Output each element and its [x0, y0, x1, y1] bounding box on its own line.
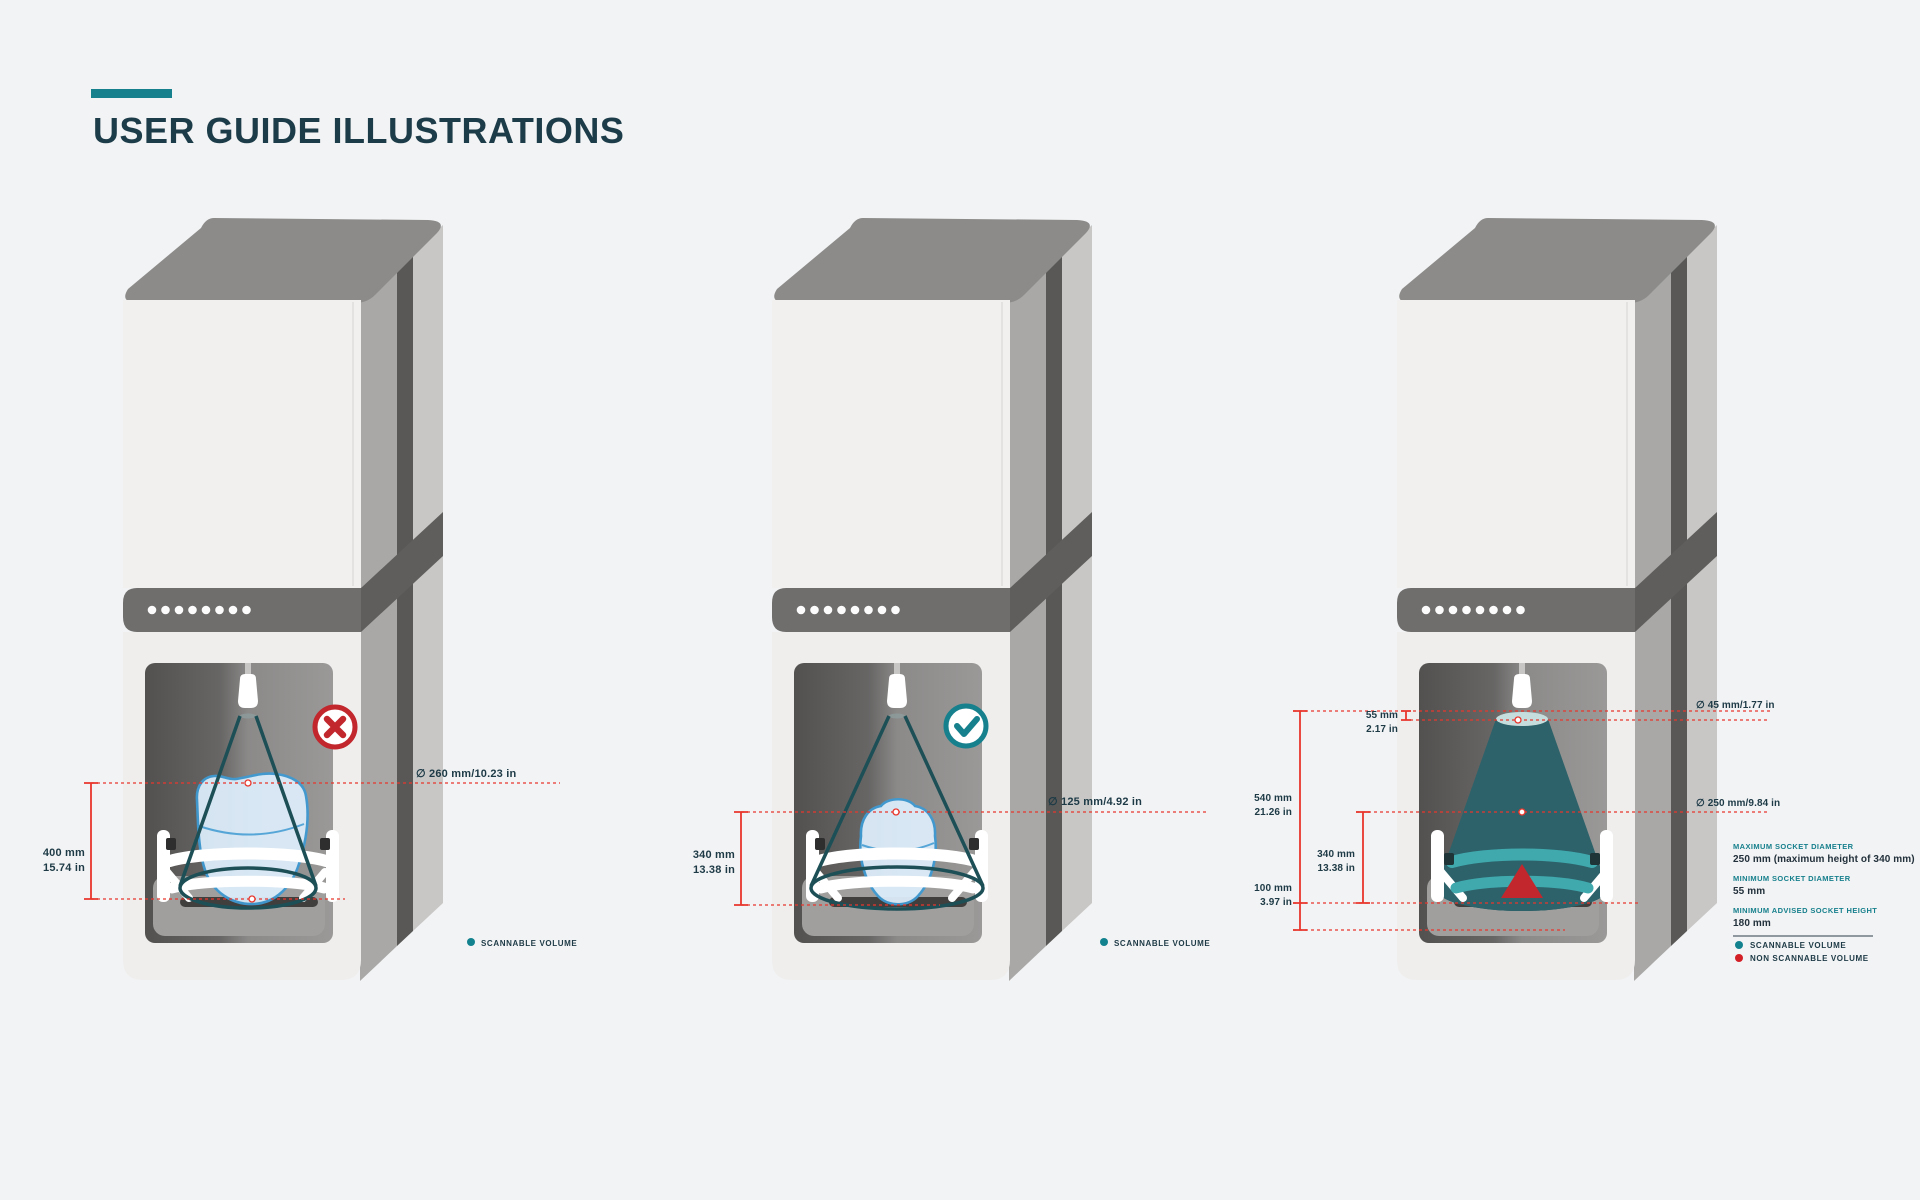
non-scannable-volume-marker: [1501, 864, 1543, 898]
fig3-top-clearance-mm: 55 mm: [1366, 710, 1398, 721]
scannable-volume-dot: [1100, 938, 1108, 946]
legend-2: SCANNABLE VOLUME: [1100, 938, 1210, 948]
spec1-value: 250 mm (maximum height of 340 mm): [1733, 854, 1915, 865]
page-title: USER GUIDE ILLUSTRATIONS: [93, 110, 625, 151]
scannable-volume-dot: [467, 938, 475, 946]
fig3-volume-diameter: ∅ 250 mm/9.84 in: [1696, 798, 1780, 809]
spec2-value: 55 mm: [1733, 886, 1765, 897]
fig3-socket-height-mm: 340 mm: [1317, 849, 1355, 860]
specification-block: MAXIMUM SOCKET DIAMETER 250 mm (maximum …: [1733, 842, 1915, 963]
title-accent-bar: [91, 89, 172, 98]
scanner-illustration-2: 340 mm 13.38 in ∅ 125 mm/4.92 in SCANNAB…: [693, 217, 1210, 982]
fig3-socket-height-in: 13.38 in: [1318, 863, 1356, 874]
non-scannable-volume-dot: [1735, 954, 1743, 962]
fig2-height-in-label: 13.38 in: [693, 864, 735, 876]
fig3-legend-scannable: SCANNABLE VOLUME: [1750, 941, 1846, 950]
fig1-legend-scannable: SCANNABLE VOLUME: [481, 939, 577, 948]
scannable-volume-dot: [1735, 941, 1743, 949]
spec3-value: 180 mm: [1733, 918, 1771, 929]
fig2-legend-scannable: SCANNABLE VOLUME: [1114, 939, 1210, 948]
fig3-total-height-in: 21.26 in: [1255, 807, 1293, 818]
success-badge-icon: [943, 703, 989, 749]
spec2-label: MINIMUM SOCKET DIAMETER: [1733, 874, 1851, 883]
legend-1: SCANNABLE VOLUME: [467, 938, 577, 948]
fig2-diameter-label: ∅ 125 mm/4.92 in: [1048, 796, 1142, 808]
fig3-top-clearance-in: 2.17 in: [1366, 724, 1398, 735]
dimension-lines-3: [1293, 710, 1770, 931]
spec3-label: MINIMUM ADVISED SOCKET HEIGHT: [1733, 906, 1877, 915]
scan-cone-outline: [809, 713, 985, 911]
scanner-illustration-1: 400 mm 15.74 in ∅ 260 mm/10.23 in SCANNA…: [43, 217, 577, 982]
fig1-height-mm-label: 400 mm: [43, 847, 85, 859]
dimension-lines-1: [84, 779, 560, 903]
fig3-nozzle-diameter: ∅ 45 mm/1.77 in: [1696, 700, 1775, 711]
fig2-height-mm-label: 340 mm: [693, 849, 735, 861]
error-badge-icon: [312, 704, 358, 750]
fig1-diameter-label: ∅ 260 mm/10.23 in: [416, 768, 517, 780]
scanner-illustration-3: 55 mm 2.17 in ∅ 45 mm/1.77 in 540 mm 21.…: [1254, 217, 1915, 982]
scan-cone-outline: [178, 713, 318, 910]
fig3-base-height-in: 3.97 in: [1260, 897, 1292, 908]
dimension-lines-2: [734, 808, 1206, 906]
fig1-height-in-label: 15.74 in: [43, 862, 85, 874]
object-holder: [806, 830, 988, 902]
fig3-legend-non-scannable: NON SCANNABLE VOLUME: [1750, 954, 1869, 963]
spec1-label: MAXIMUM SOCKET DIAMETER: [1733, 842, 1854, 851]
fig3-total-height-mm: 540 mm: [1254, 793, 1292, 804]
fig3-base-height-mm: 100 mm: [1254, 883, 1292, 894]
